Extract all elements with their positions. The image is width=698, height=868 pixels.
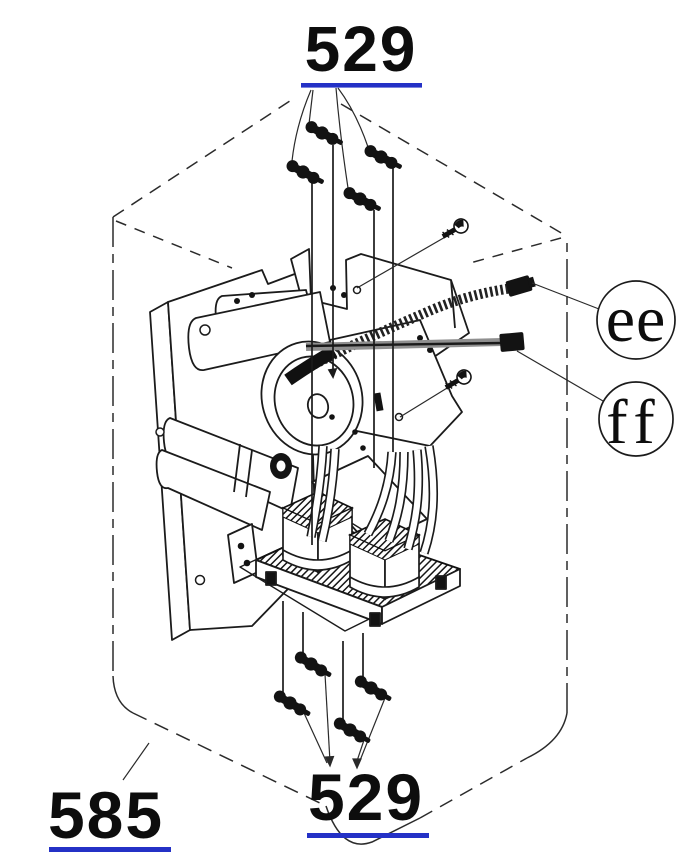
fastener-guide-lines	[282, 145, 394, 721]
leader-lines	[122, 87, 604, 781]
grommet-hole	[276, 460, 286, 472]
motor-hub	[306, 393, 330, 419]
bracket-tab	[227, 523, 259, 584]
screw-icon	[331, 715, 374, 748]
callout-ff-text: ff	[606, 386, 661, 457]
base-foot	[435, 575, 447, 590]
leader-529-top	[308, 89, 314, 125]
leader-529-bottom	[324, 673, 331, 763]
screw-icon	[361, 142, 405, 174]
motor-cylinder-main	[187, 291, 331, 371]
part-labels: 529 529 585 ee ff	[48, 13, 676, 852]
leader-arrowhead	[352, 758, 362, 770]
leader-585	[122, 742, 150, 781]
leader-529-bottom	[303, 712, 328, 764]
gear-cylinder-2	[155, 449, 271, 531]
screw-icon	[340, 184, 384, 216]
tube-bundle	[306, 445, 439, 555]
callout-ee-circle	[596, 280, 676, 360]
screw-hole	[394, 412, 404, 422]
leader-ee	[531, 282, 600, 310]
screws-529-bottom	[271, 649, 395, 748]
callout-ff-circle	[598, 381, 674, 457]
phantom-enclosure-outline	[112, 96, 568, 845]
base-foot	[369, 612, 381, 627]
top-plate-fold	[450, 279, 456, 329]
pan-head-screw-icon	[438, 215, 472, 244]
leader-529-bottom	[358, 697, 386, 764]
wire-ff-core	[305, 341, 503, 348]
motor-valve-assembly	[149, 248, 470, 641]
detail-features	[155, 285, 433, 586]
screw-icon	[352, 673, 395, 706]
screw-icon	[283, 157, 327, 189]
cables	[284, 275, 536, 386]
label-529-top: 529	[305, 13, 418, 85]
connector-ee-plug-icon	[505, 275, 536, 297]
callout-ee-text: ee	[606, 283, 667, 356]
label-529-bottom: 529	[308, 760, 424, 834]
connector-ff-plug-icon	[499, 332, 525, 352]
leader-arrowhead	[324, 755, 335, 768]
leader-529-top	[335, 87, 349, 189]
screw-icon	[271, 688, 314, 721]
leader-529-top	[337, 87, 369, 148]
label-585-underline	[49, 847, 171, 852]
base-foot	[265, 571, 277, 586]
leader-ff	[516, 350, 604, 402]
screws-529-top	[283, 118, 405, 216]
cylinder-ring	[233, 443, 241, 493]
label-529-bottom-underline	[307, 833, 429, 838]
cylinder-ring	[245, 449, 253, 498]
screw-axis-line	[356, 235, 448, 289]
label-585: 585	[48, 778, 164, 852]
screw-icon	[292, 649, 335, 682]
label-529-top-underline	[301, 83, 422, 88]
screw-hole	[352, 285, 362, 295]
leader-529-top	[291, 89, 312, 162]
screw-axis-line	[399, 384, 453, 418]
